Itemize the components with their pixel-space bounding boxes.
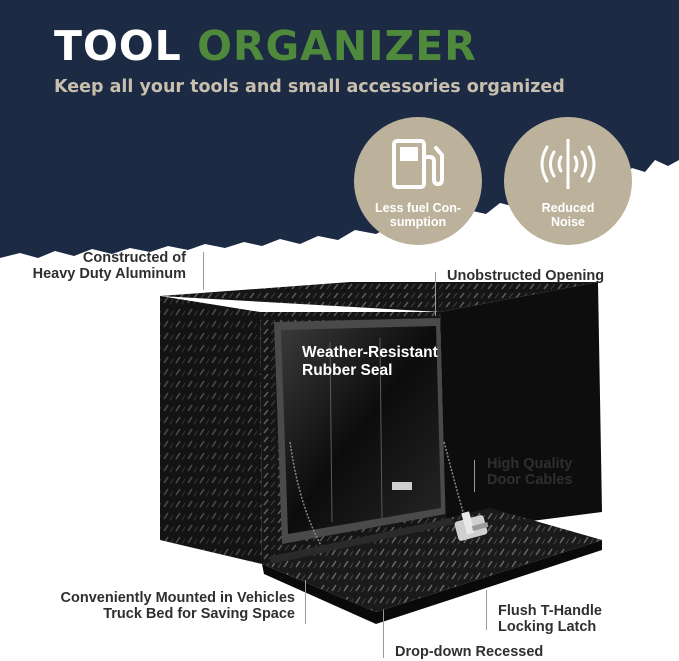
- noise-badge: Reduced Noise: [504, 117, 632, 245]
- page-title: TOOL ORGANIZER: [54, 22, 477, 70]
- callout-aluminum-line: [203, 252, 204, 290]
- fuel-pump-icon: [392, 139, 444, 189]
- callout-cables-line: [474, 460, 475, 492]
- callout-aluminum: Constructed of Heavy Duty Aluminum: [32, 250, 186, 282]
- callout-mounted-line: [305, 580, 306, 624]
- page-subtitle: Keep all your tools and small accessorie…: [54, 77, 565, 97]
- callout-recessed-line: [383, 610, 384, 658]
- seal-label: Weather-Resistant Rubber Seal: [302, 344, 438, 379]
- noise-badge-label: Reduced Noise: [541, 201, 595, 229]
- title-part-tool: TOOL: [54, 22, 182, 70]
- callout-cables: High Quality Door Cables: [487, 456, 573, 488]
- fuel-badge: Less fuel Con- sumption: [354, 117, 482, 245]
- callout-latch: Flush T-Handle Locking Latch: [498, 603, 602, 635]
- toolbox-image: [160, 282, 602, 624]
- callout-opening-line: [435, 272, 436, 316]
- callout-latch-line: [486, 590, 487, 630]
- noise-reduction-icon: [540, 139, 596, 189]
- fuel-badge-label: Less fuel Con- sumption: [374, 201, 462, 229]
- callout-opening: Unobstructed Opening: [447, 268, 605, 284]
- callout-recessed: Drop-down Recessed: [395, 644, 544, 660]
- title-part-organizer: ORGANIZER: [197, 22, 477, 70]
- callout-mounted: Conveniently Mounted in Vehicles Truck B…: [60, 590, 295, 622]
